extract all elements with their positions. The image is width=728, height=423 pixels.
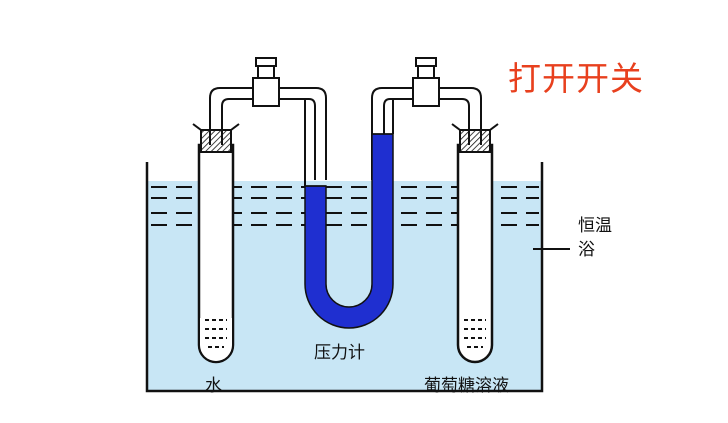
water-label: 水: [205, 376, 222, 396]
left-tube-liquid-marks: [205, 319, 227, 348]
bath-label-line1: 恒温: [578, 216, 612, 236]
bath-container: [145, 162, 544, 393]
right-test-tube: [451, 123, 499, 364]
glucose-label: 葡萄糖溶液: [424, 376, 509, 396]
right-tube-liquid-marks: [464, 319, 486, 348]
left-test-tube: [192, 123, 240, 364]
right-stopper: [459, 129, 491, 153]
left-valve: [252, 57, 280, 107]
bath-label: 恒温 浴: [578, 214, 612, 262]
right-valve: [412, 57, 440, 107]
manometer-label: 压力计: [314, 343, 365, 363]
manometer: [304, 100, 394, 329]
bath-label-line2: 浴: [578, 240, 595, 260]
left-stopper: [200, 129, 232, 153]
manometer-fluid: [304, 133, 394, 329]
connecting-tubes: [209, 87, 482, 180]
title: 打开开关: [508, 59, 644, 98]
